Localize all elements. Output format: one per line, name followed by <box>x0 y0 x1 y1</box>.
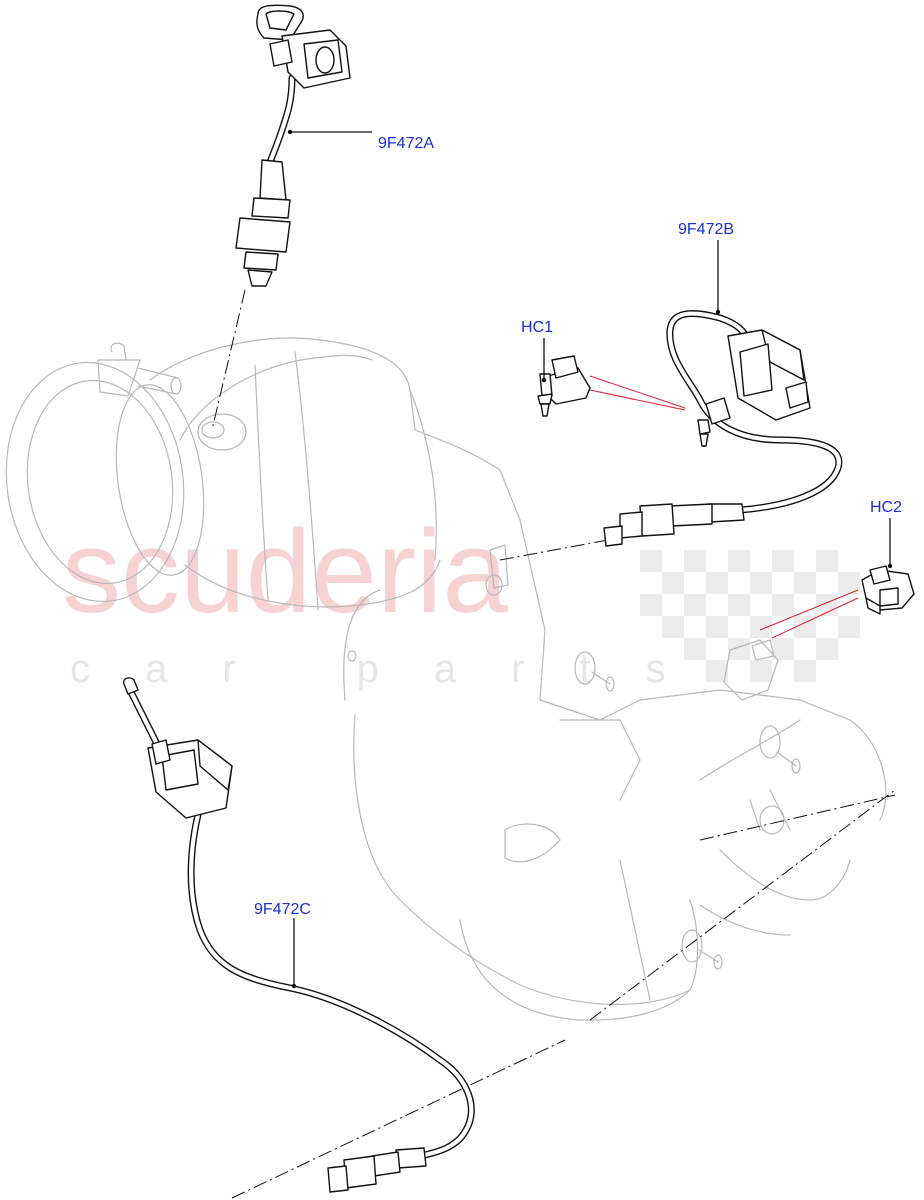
oxygen-sensor-9f472b[interactable] <box>603 310 843 547</box>
centerline-b <box>499 539 609 561</box>
callout-labels: 9F472A 9F472B HC1 HC2 9F472C <box>254 135 902 918</box>
leader-lines <box>287 129 893 989</box>
clip-mount-point <box>723 639 779 701</box>
watermark-brand: scuderia <box>62 506 508 638</box>
callout-9f472b[interactable]: 9F472B <box>678 221 734 238</box>
clip-hc1[interactable] <box>537 355 591 417</box>
clip-hc2[interactable] <box>861 565 915 615</box>
centerline-rear <box>699 794 896 841</box>
watermark: scuderia car parts <box>62 506 860 691</box>
watermark-tagline: car parts <box>70 647 721 691</box>
exhaust-manifold-background <box>5 337 887 1021</box>
centerline-a <box>211 289 246 431</box>
oxygen-sensor-9f472c[interactable] <box>122 677 475 1193</box>
centerlines <box>211 289 896 1199</box>
callout-hc1[interactable]: HC1 <box>521 319 553 336</box>
callout-9f472c[interactable]: 9F472C <box>254 901 311 918</box>
indicator-lines <box>589 375 859 639</box>
callout-9f472a[interactable]: 9F472A <box>378 135 434 152</box>
callout-hc2[interactable]: HC2 <box>870 499 902 516</box>
centerline-c-lower <box>231 1039 566 1199</box>
oxygen-sensor-9f472a[interactable] <box>235 4 351 287</box>
checker-flag-icon <box>640 550 860 682</box>
centerline-c-upper <box>589 789 896 1021</box>
